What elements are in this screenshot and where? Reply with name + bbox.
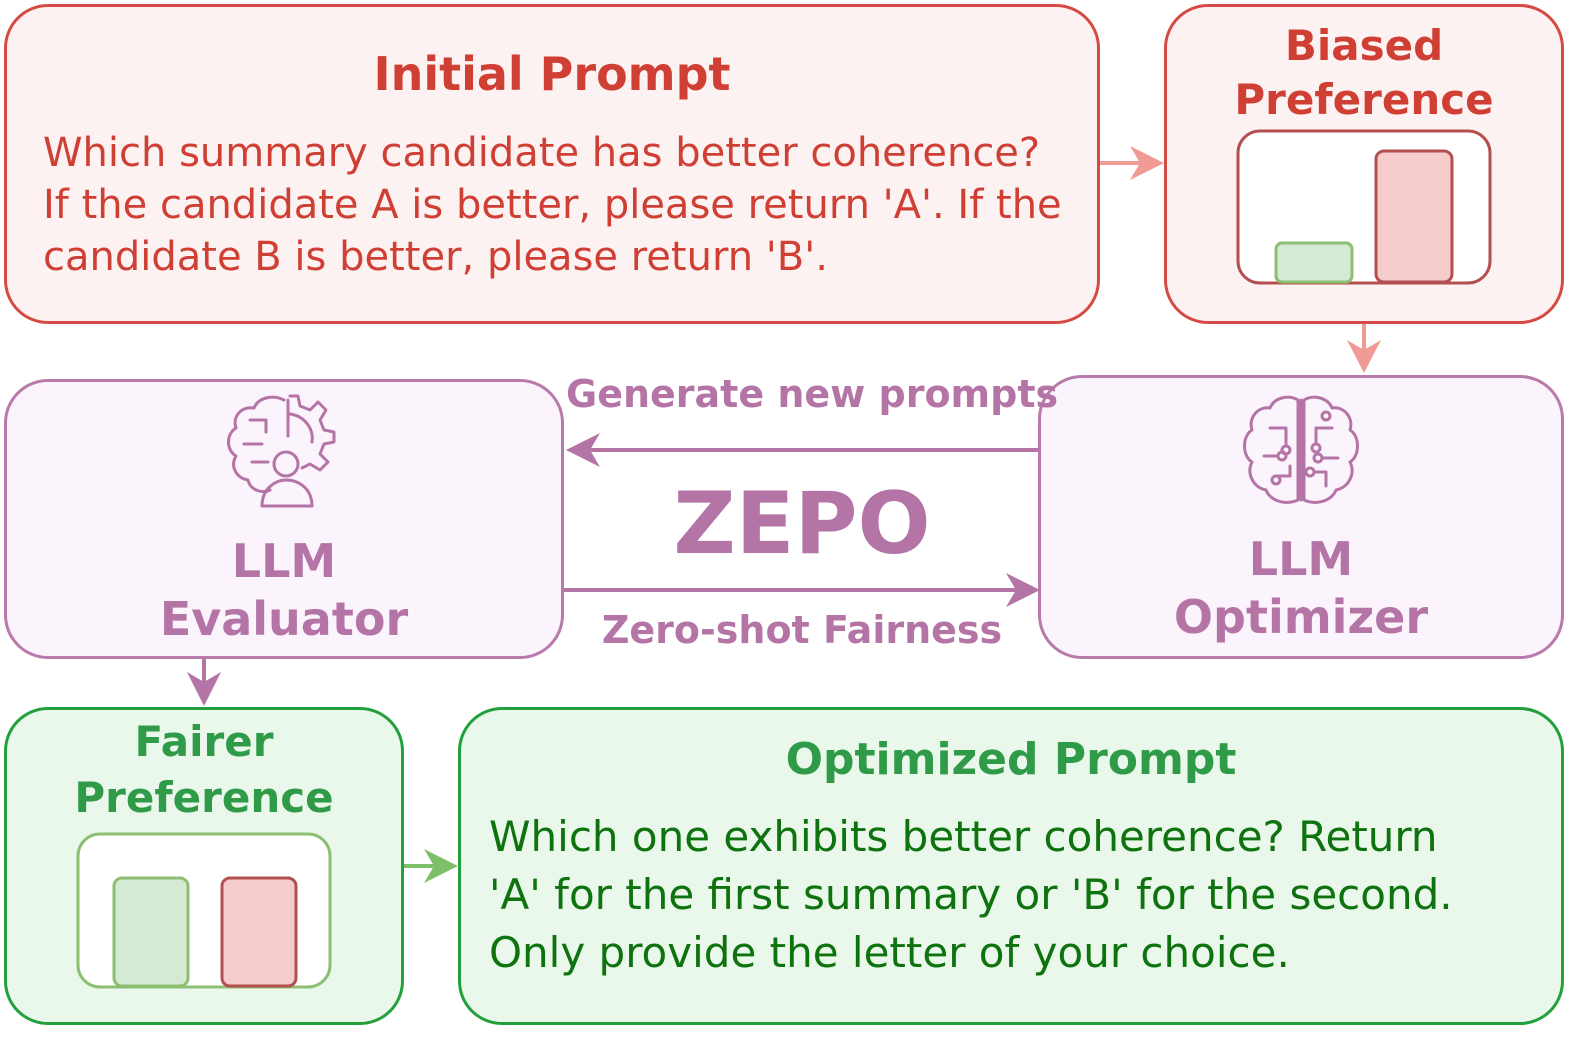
initial-prompt-text: Which summary candidate has better coher… xyxy=(43,127,1093,283)
optimized-prompt-box: Optimized Prompt Which one exhibits bett… xyxy=(458,707,1564,1025)
optimized-prompt-title: Optimized Prompt xyxy=(785,734,1237,785)
initial-prompt-line: Which summary candidate has better coher… xyxy=(43,130,1041,176)
llm-evaluator-label-line: LLM xyxy=(231,534,337,588)
llm-optimizer-label: LLM Optimizer xyxy=(1041,530,1561,646)
bar-b-fairer xyxy=(220,876,298,988)
llm-optimizer-label-line: LLM xyxy=(1248,532,1354,586)
initial-prompt-box: Initial Prompt Which summary candidate h… xyxy=(4,4,1100,324)
initial-prompt-line: If the candidate A is better, please ret… xyxy=(43,182,1062,228)
optimized-prompt-line: Only provide the letter of your choice. xyxy=(489,928,1290,977)
fairer-preference-chart xyxy=(76,832,332,989)
llm-optimizer-label-line: Optimizer xyxy=(1173,590,1429,644)
biased-preference-chart xyxy=(1236,129,1492,285)
fairer-preference-title: Fairer Preference xyxy=(7,714,401,826)
fairer-preference-title-line: Preference xyxy=(74,773,334,822)
zero-shot-fairness-label: Zero-shot Fairness xyxy=(601,608,1003,652)
generate-prompts-label: Generate new prompts xyxy=(566,372,1059,416)
biased-preference-title: Biased Preference xyxy=(1167,19,1561,127)
arrow-zero-shot-fairness xyxy=(564,573,1040,607)
fairer-preference-title-line: Fairer xyxy=(134,717,274,766)
biased-preference-title-line: Preference xyxy=(1234,75,1494,124)
llm-evaluator-label-line: Evaluator xyxy=(159,592,409,646)
brain-circuit-icon xyxy=(1243,395,1359,504)
initial-prompt-line: candidate B is better, please return 'B'… xyxy=(43,234,828,280)
arrow-biased-to-optimizer xyxy=(1347,324,1381,373)
arrow-generate-prompts xyxy=(566,433,1038,467)
zepo-label: ZEPO xyxy=(673,474,931,574)
llm-evaluator-box: LLM Evaluator xyxy=(4,379,564,659)
brain-gear-person-icon xyxy=(227,394,336,508)
bar-a-biased xyxy=(1274,241,1354,284)
initial-prompt-title: Initial Prompt xyxy=(373,47,731,101)
llm-evaluator-label: LLM Evaluator xyxy=(7,532,561,648)
optimized-prompt-line: Which one exhibits better coherence? Ret… xyxy=(489,812,1438,861)
optimized-prompt-text: Which one exhibits better coherence? Ret… xyxy=(489,808,1559,982)
biased-preference-title-line: Biased xyxy=(1284,21,1444,70)
bar-b-biased xyxy=(1374,149,1454,284)
bar-a-fairer xyxy=(112,876,190,988)
optimized-prompt-line: 'A' for the first summary or 'B' for the… xyxy=(489,870,1453,919)
llm-optimizer-box: LLM Optimizer xyxy=(1038,375,1564,659)
arrow-initial-to-biased xyxy=(1100,146,1164,180)
arrow-evaluator-to-fairer xyxy=(187,659,221,706)
arrow-fairer-to-optimized xyxy=(404,849,458,883)
